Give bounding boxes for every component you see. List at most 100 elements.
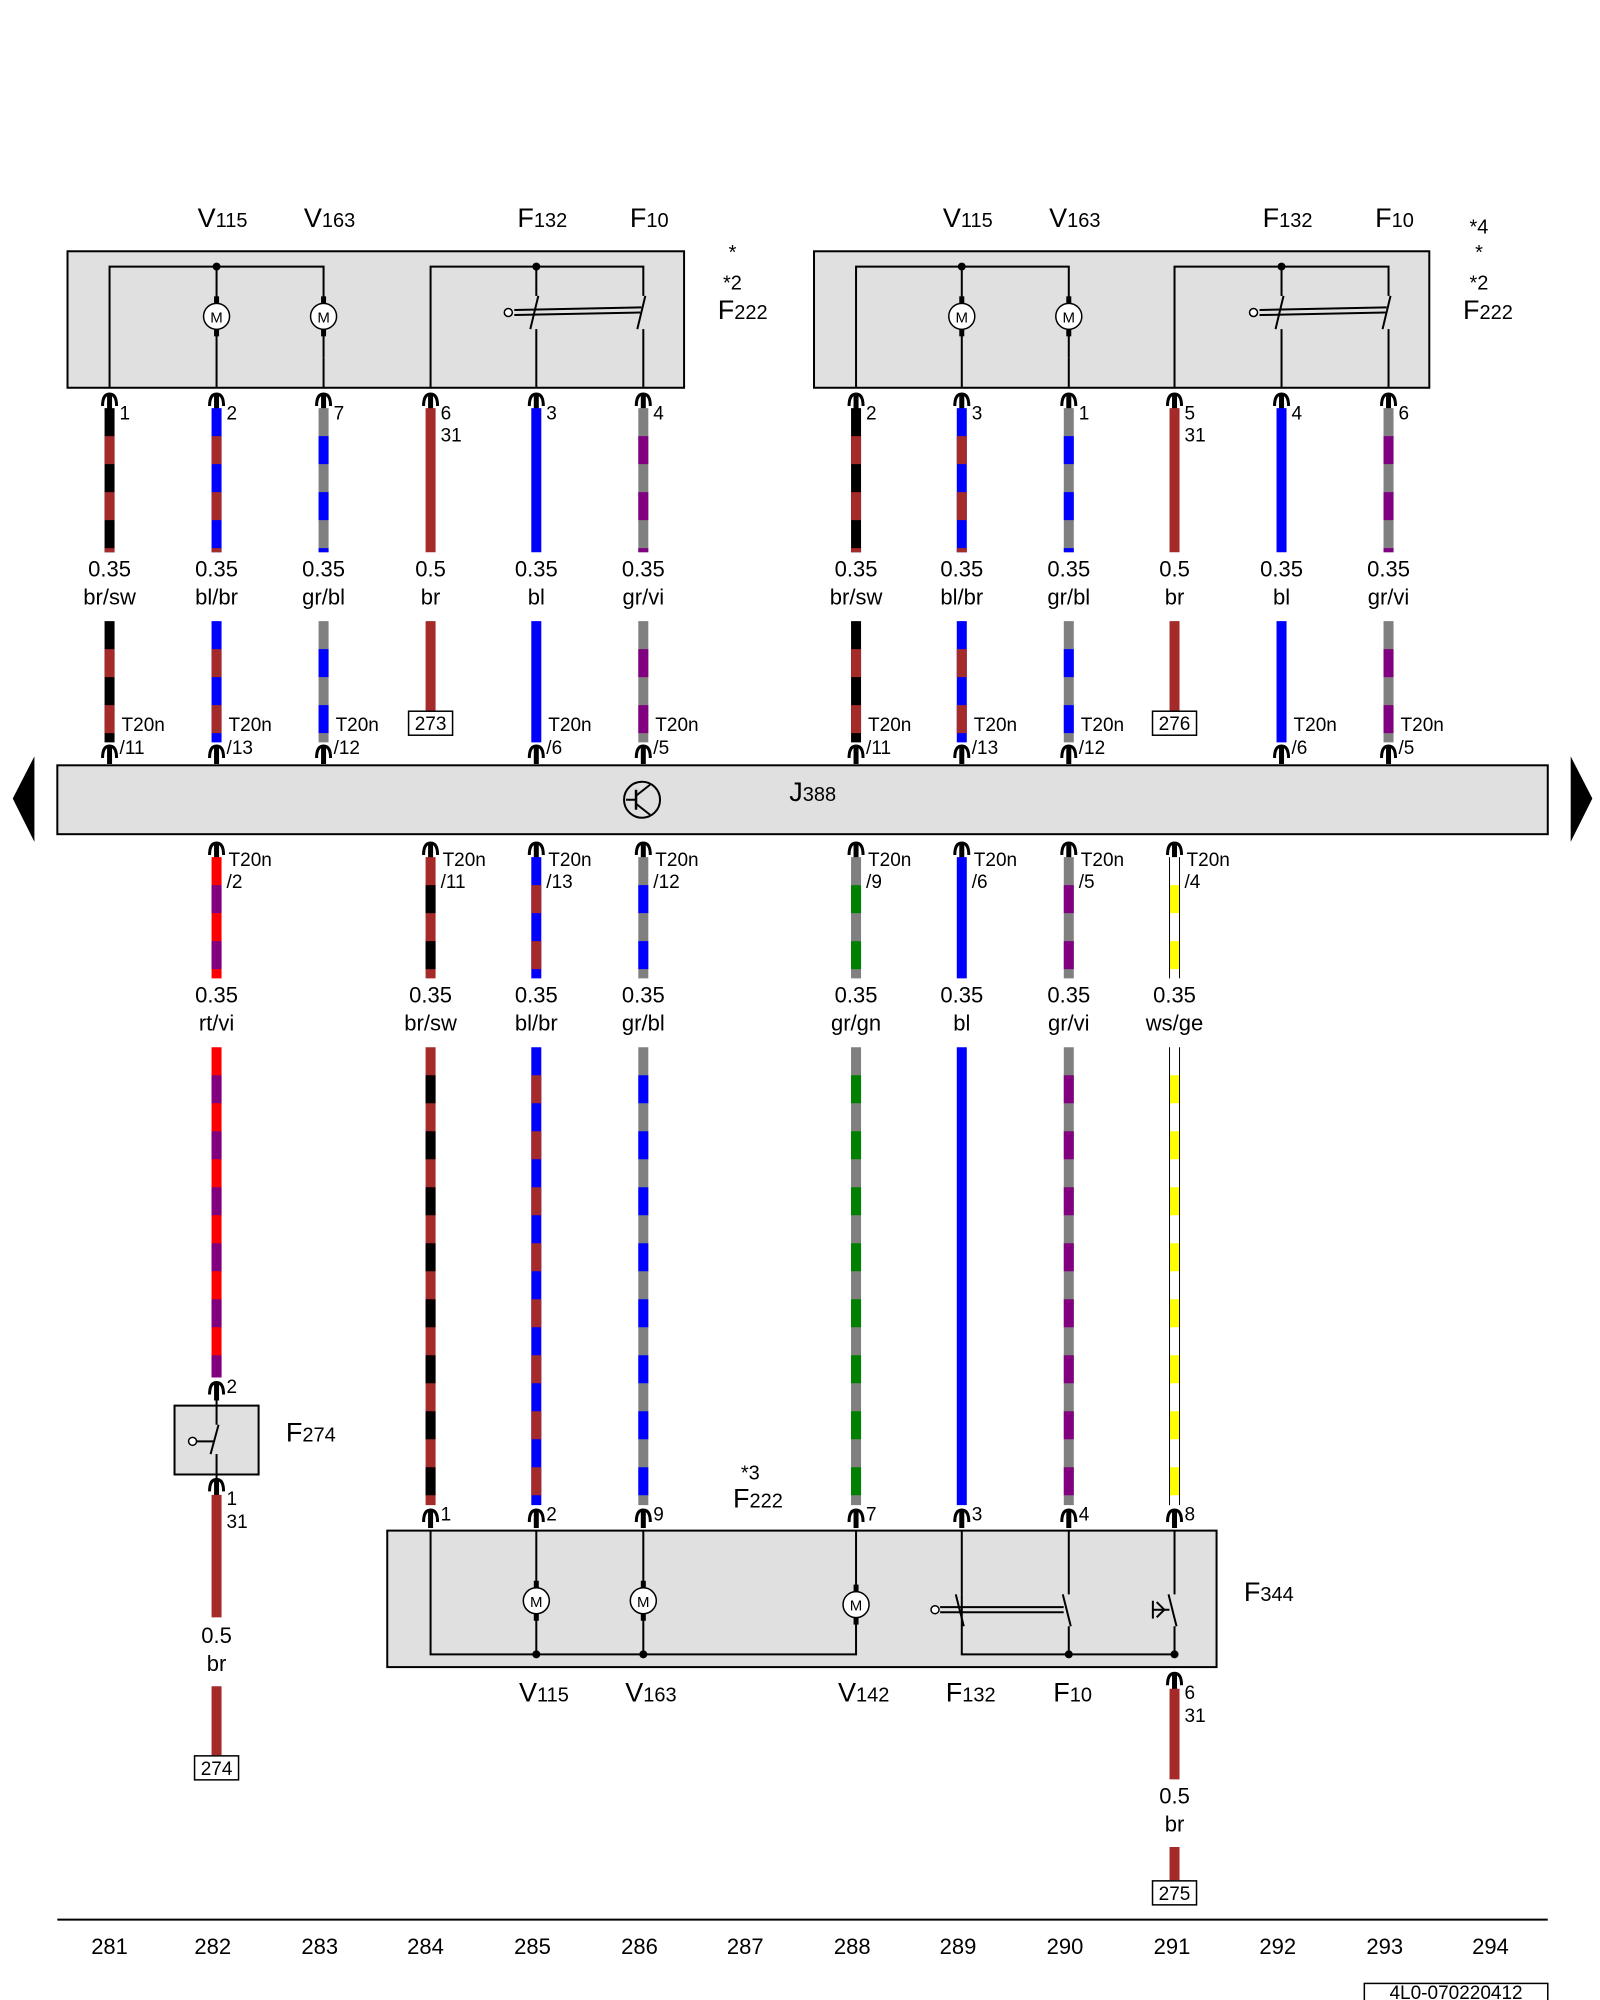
pin-number: 1 — [441, 1504, 452, 1525]
column-number: 293 — [1366, 1934, 1403, 1959]
reference-box-box — [407, 710, 454, 736]
connector-pin-label: /11 — [120, 738, 145, 759]
pin-number: 3 — [972, 1504, 983, 1525]
control-unit-label: J388 — [789, 777, 836, 807]
connector-pin-label: /13 — [227, 738, 253, 759]
doc-number-box — [1363, 1982, 1549, 2000]
wire-size: 0.35 — [515, 557, 558, 582]
switch-icon — [529, 295, 540, 330]
motor-icon — [309, 302, 338, 331]
connector-pin-label: /12 — [653, 872, 679, 893]
pin-number: 6 — [441, 404, 452, 425]
wire-color: br — [1165, 585, 1185, 610]
ground-label: 31 — [227, 1512, 248, 1533]
connector-pin — [953, 392, 971, 406]
connector-pin — [1273, 392, 1291, 406]
pin-number: 8 — [1185, 1504, 1196, 1525]
connector-pin — [847, 1508, 865, 1523]
column-number: 290 — [1047, 1934, 1084, 1959]
motor-icon — [842, 1590, 870, 1619]
column-number: 291 — [1154, 1934, 1191, 1959]
module-left_top — [66, 250, 686, 389]
motor-icon — [948, 302, 976, 331]
pin-number: 4 — [653, 404, 664, 425]
module-right_top — [813, 250, 1431, 389]
component-label: F10 — [1053, 1678, 1092, 1708]
connector-label: T20n — [655, 715, 698, 736]
pin-number: 4 — [1079, 1504, 1090, 1525]
wire-size: 0.35 — [622, 983, 665, 1008]
connector-pin — [1060, 1508, 1078, 1523]
connector-pin — [634, 392, 652, 406]
wire-size: 0.35 — [195, 983, 238, 1008]
connector-label: T20n — [868, 715, 911, 736]
wire-size: 0.35 — [835, 983, 878, 1008]
connector-label: T20n — [1401, 715, 1444, 736]
connector-pin-label: /5 — [653, 738, 669, 759]
connector-pin-label: /5 — [1079, 872, 1095, 893]
ground-label: 31 — [1185, 425, 1206, 446]
component-label: F10 — [1375, 203, 1414, 233]
reference-box: 276 — [1159, 714, 1191, 735]
connector-pin — [422, 1508, 440, 1523]
component-label: F10 — [630, 203, 669, 233]
switch-icon — [954, 1594, 965, 1627]
wire-size: 0.35 — [1367, 557, 1410, 582]
wire-color: gr/vi — [1048, 1011, 1090, 1036]
wire-color: gr/bl — [302, 585, 345, 610]
wire-segment — [1169, 1047, 1181, 1506]
wire-size: 0.35 — [195, 557, 238, 582]
connector-pin — [1060, 392, 1078, 406]
reference-box-box — [1151, 1880, 1198, 1906]
connector-pin — [527, 392, 545, 406]
svg-text:M: M — [210, 309, 223, 326]
wire-size: 0.35 — [515, 983, 558, 1008]
wire-color: gr/vi — [1368, 585, 1410, 610]
wire-color: br — [1165, 1812, 1185, 1837]
footnote-mark: *2 — [1470, 273, 1489, 295]
wire-size: 0.35 — [622, 557, 665, 582]
pin-number: 7 — [866, 1504, 877, 1525]
wire-size: 0.5 — [415, 557, 446, 582]
control-unit-bar — [56, 764, 1549, 836]
doc-number: 4L0-070220412 — [1389, 1983, 1522, 2000]
connector-pin — [315, 392, 333, 406]
actuator-icon — [187, 1436, 198, 1447]
connector-pin-label: /11 — [866, 738, 891, 759]
pin-number: 2 — [546, 1504, 557, 1525]
connector-label: T20n — [1187, 850, 1230, 871]
connector-pin-label: /6 — [546, 738, 562, 759]
wire-size: 0.35 — [1153, 983, 1196, 1008]
motor-icon — [202, 302, 231, 331]
component-label: V142 — [838, 1678, 889, 1708]
component-label: F132 — [1263, 203, 1313, 233]
connector-pin-label: /13 — [546, 872, 572, 893]
ground-label: 31 — [441, 425, 462, 446]
connector-label: T20n — [548, 850, 591, 871]
connector-pin-label: /12 — [334, 738, 360, 759]
connector-label: T20n — [655, 850, 698, 871]
actuator-icon — [930, 1604, 940, 1615]
transistor-icon — [623, 780, 662, 819]
connector-pin — [847, 392, 865, 406]
actuator-icon — [503, 307, 514, 318]
connector-pin-label: /6 — [1292, 738, 1308, 759]
wire-size: 0.35 — [302, 557, 345, 582]
connector-pin-label: /5 — [1399, 738, 1415, 759]
pin-number: 6 — [1399, 404, 1410, 425]
footnote-mark: *3 — [741, 1463, 760, 1485]
pin-number: 1 — [120, 404, 131, 425]
column-number: 289 — [940, 1934, 977, 1959]
footnote-mark: *2 — [723, 273, 742, 295]
switch-icon — [636, 295, 647, 330]
wire-size: 0.35 — [940, 983, 983, 1008]
pin-number: 2 — [227, 404, 238, 425]
reference-box-box — [193, 1755, 240, 1781]
svg-text:M: M — [637, 1594, 650, 1611]
connector-label: T20n — [548, 715, 591, 736]
reference-box: 274 — [201, 1759, 233, 1780]
wire-size: 0.5 — [1159, 557, 1190, 582]
connector-label: T20n — [868, 850, 911, 871]
connector-pin — [527, 1508, 545, 1523]
